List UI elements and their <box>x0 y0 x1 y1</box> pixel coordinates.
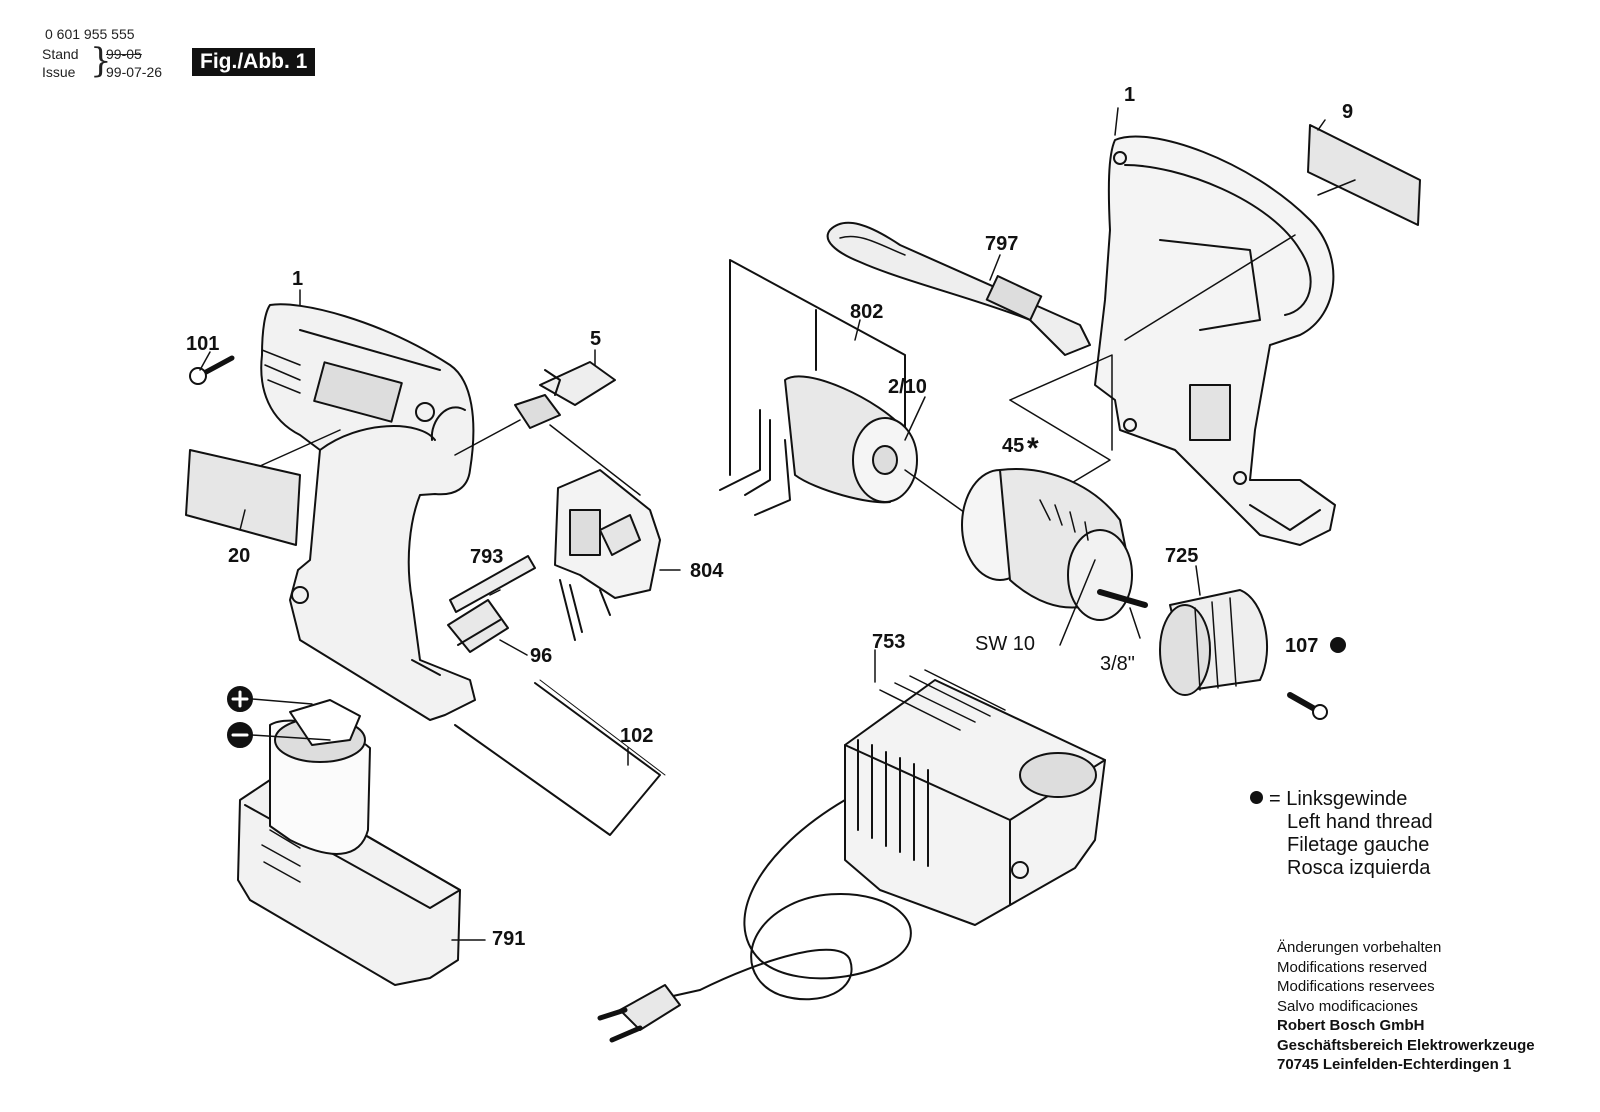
callout-sw10: SW 10 <box>975 633 1035 655</box>
footer-note-en: Modifications reserved <box>1277 958 1428 976</box>
motor-802-shape <box>719 259 976 521</box>
callout-725: 725 <box>1165 545 1198 567</box>
callout-1-left: 1 <box>292 268 303 290</box>
chuck-725-shape <box>1159 589 1268 696</box>
left-hand-thread-dot-icon <box>1250 791 1263 804</box>
callout-797: 797 <box>985 233 1018 255</box>
callout-802: 802 <box>850 301 883 323</box>
callout-101: 101 <box>186 333 219 355</box>
label-20-shape <box>185 429 341 546</box>
bit-793-shape <box>449 555 536 613</box>
callout-45: 45 <box>1002 435 1024 457</box>
callout-791: 791 <box>492 928 525 950</box>
label-9-shape <box>1307 124 1421 226</box>
charger-753-shape <box>844 669 1106 926</box>
callout-107: 107 <box>1285 635 1318 657</box>
callout-102: 102 <box>620 725 653 747</box>
callout-2-10: 2/10 <box>888 376 927 398</box>
plug-shape <box>597 984 681 1043</box>
brace-symbol: } <box>90 41 112 81</box>
minus-icon <box>227 722 331 748</box>
figure-badge: Fig./Abb. 1 <box>192 48 316 76</box>
plus-icon <box>227 686 313 712</box>
legend-line-2: Left hand thread <box>1287 811 1433 833</box>
footer-division: Geschäftsbereich Elektrowerkzeuge <box>1277 1036 1535 1054</box>
old-date: 99-05 <box>106 46 142 62</box>
callout-753: 753 <box>872 631 905 653</box>
legend-line-1: = Linksgewinde <box>1250 788 1433 811</box>
legend-line-3: Filetage gauche <box>1287 834 1430 856</box>
belt-797-shape <box>826 221 1091 356</box>
left-hand-thread-dot-icon <box>1330 637 1346 653</box>
screw-101-shape <box>189 355 235 385</box>
legend-line-4: Rosca izquierda <box>1287 857 1431 879</box>
housing-right-shape <box>1094 135 1336 546</box>
stand-label: Stand <box>42 46 79 62</box>
gearbox-45-shape <box>961 468 1148 646</box>
footer-note-es: Salvo modificaciones <box>1277 997 1418 1015</box>
battery-791-shape <box>237 699 461 986</box>
switch-804-shape <box>549 424 661 641</box>
callout-20: 20 <box>228 545 250 567</box>
callout-3-8: 3/8" <box>1100 653 1135 675</box>
footer-note-fr: Modifications reservees <box>1277 978 1435 995</box>
screw-107-shape <box>1287 692 1328 720</box>
slider-5-shape <box>454 361 616 456</box>
callout-45-star: * <box>1027 432 1039 465</box>
callout-9: 9 <box>1342 101 1353 123</box>
issue-date: 99-07-26 <box>106 64 163 80</box>
doc-number: 0 601 955 555 <box>45 26 135 42</box>
housing-left-shape <box>260 303 476 721</box>
clip-96-shape <box>447 599 509 653</box>
issue-label: Issue <box>42 64 76 80</box>
footer-block: Änderungen vorbehalten Modifications res… <box>1277 938 1535 1075</box>
legend-block: = Linksgewinde Left hand thread Filetage… <box>1250 788 1433 880</box>
callout-5: 5 <box>590 328 601 350</box>
footer-company: Robert Bosch GmbH <box>1277 1017 1425 1034</box>
callout-leaders <box>199 107 1326 941</box>
callout-804: 804 <box>690 560 724 582</box>
footer-address: 70745 Leinfelden-Echterdingen 1 <box>1277 1056 1512 1073</box>
callout-96: 96 <box>530 645 552 667</box>
footer-note-de: Änderungen vorbehalten <box>1277 939 1442 956</box>
callout-1-right: 1 <box>1124 84 1135 106</box>
wire-102-shape <box>454 679 666 836</box>
callout-793: 793 <box>470 546 503 568</box>
